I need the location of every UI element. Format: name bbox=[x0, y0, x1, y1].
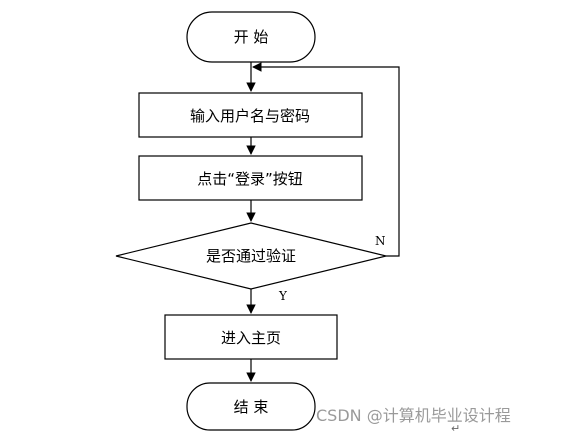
yes-edge-label: Y bbox=[278, 289, 288, 303]
no-edge-label: N bbox=[375, 234, 386, 248]
verify-decision-label: 是否通过验证 bbox=[206, 247, 296, 265]
arrow-no-loop-back bbox=[252, 62, 400, 257]
end-node: 结 束 bbox=[186, 382, 316, 431]
start-label: 开 始 bbox=[234, 28, 269, 46]
enter-home-node: 进入主页 bbox=[164, 314, 338, 360]
return-mark: ↵ bbox=[451, 422, 461, 435]
input-credentials-node: 输入用户名与密码 bbox=[138, 92, 363, 138]
verify-decision-node: 是否通过验证 bbox=[115, 222, 387, 290]
input-credentials-label: 输入用户名与密码 bbox=[190, 107, 310, 125]
click-login-label: 点击“登录”按钮 bbox=[197, 170, 303, 188]
enter-home-label: 进入主页 bbox=[221, 329, 281, 347]
click-login-node: 点击“登录”按钮 bbox=[138, 155, 363, 201]
start-node: 开 始 bbox=[186, 11, 316, 63]
watermark-text: CSDN @计算机毕业设计程 bbox=[316, 406, 511, 425]
end-label: 结 束 bbox=[234, 398, 269, 416]
